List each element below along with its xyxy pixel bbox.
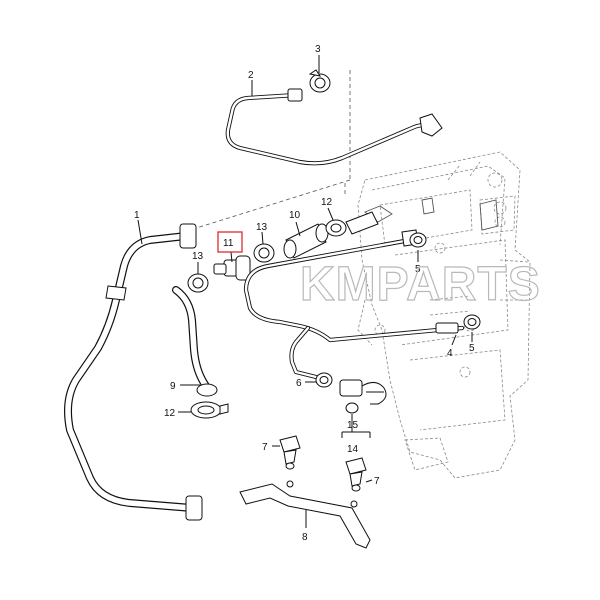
hose-1 bbox=[64, 223, 203, 521]
callout-5-lower: 5 bbox=[469, 343, 475, 354]
callout-13-left: 13 bbox=[192, 251, 204, 262]
clamp-13-left bbox=[187, 273, 209, 293]
valve-11 bbox=[213, 255, 251, 281]
pipe-4 bbox=[243, 229, 465, 381]
clamp-5-lower bbox=[463, 314, 481, 330]
hose-9 bbox=[172, 286, 218, 397]
clamp-5-upper bbox=[409, 232, 427, 248]
callout-2: 2 bbox=[248, 70, 254, 81]
callout-3: 3 bbox=[315, 44, 321, 55]
engine-outlet bbox=[345, 211, 379, 235]
clamp-13-right bbox=[253, 243, 275, 263]
callout-11: 11 bbox=[223, 238, 234, 249]
callout-5-upper: 5 bbox=[415, 264, 421, 275]
clip-7-lower bbox=[345, 457, 367, 492]
pipe-2 bbox=[225, 88, 443, 166]
callout-12-upper: 12 bbox=[321, 197, 333, 208]
callout-15: 15 bbox=[347, 420, 359, 431]
callout-4: 4 bbox=[447, 348, 453, 359]
sleeve-10 bbox=[283, 223, 329, 259]
callout-8: 8 bbox=[302, 532, 308, 543]
callout-12-lower: 12 bbox=[164, 408, 176, 419]
callout-leaders bbox=[137, 55, 473, 528]
engine-studs bbox=[364, 197, 499, 231]
callout-14: 14 bbox=[347, 444, 359, 455]
clamp-12-lower bbox=[190, 401, 229, 419]
callout-10: 10 bbox=[289, 210, 301, 221]
clip-7-upper bbox=[279, 435, 301, 470]
callout-7-lower: 7 bbox=[374, 476, 380, 487]
callout-numbers: 3 2 1 11 13 13 10 12 9 12 5 4 5 6 15 14 … bbox=[134, 44, 475, 543]
watermark: KMPARTS bbox=[300, 258, 541, 311]
callout-6: 6 bbox=[296, 378, 302, 389]
callout-1: 1 bbox=[134, 210, 140, 221]
assembly-leader-lines bbox=[189, 70, 351, 231]
highlight-box-11 bbox=[217, 231, 243, 253]
callout-13-right: 13 bbox=[256, 222, 268, 233]
clamp-6 bbox=[315, 372, 333, 388]
bracket-8 bbox=[239, 480, 371, 549]
callout-9: 9 bbox=[170, 381, 176, 392]
engine-block-outline bbox=[357, 151, 531, 479]
clamp-12-upper bbox=[325, 219, 347, 237]
callout-7-upper: 7 bbox=[262, 442, 268, 453]
sensor-14 bbox=[339, 379, 387, 414]
clamp-3 bbox=[308, 69, 331, 93]
